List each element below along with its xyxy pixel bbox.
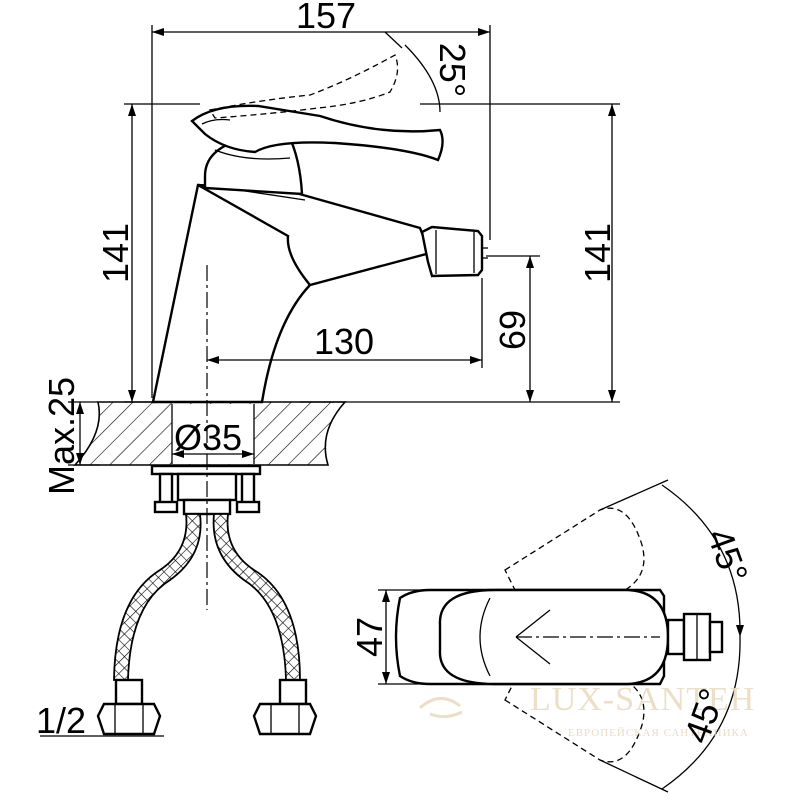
dim-rotation-upper: 45° [699,523,756,588]
dim-spout-height: 69 [492,310,533,350]
dim-width-overall: 157 [296,0,356,36]
flexible-hoses [96,513,318,736]
dim-top-view-width: 47 [349,617,390,657]
top-view [378,479,744,793]
dim-height-right: 141 [577,223,618,283]
dim-lever-angle: 25° [432,43,473,97]
dim-hole-diameter: Ø35 [174,417,242,458]
watermark-brand: LUX-SANTEH [530,681,755,718]
dim-max-thickness: Max.25 [41,377,82,495]
dimension-lines [40,25,620,737]
watermark: LUX-SANTEH ЕВРОПЕЙСКАЯ САНТЕХНИКА [418,681,755,739]
watermark-tagline: ЕВРОПЕЙСКАЯ САНТЕХНИКА [568,727,749,739]
dim-spout-reach: 130 [314,321,374,362]
dim-height-left: 141 [95,223,136,283]
dim-connection-thread: 1/2 [36,700,86,741]
mounting-fixing [150,464,262,516]
faucet-body [151,54,488,404]
side-view [40,25,620,737]
